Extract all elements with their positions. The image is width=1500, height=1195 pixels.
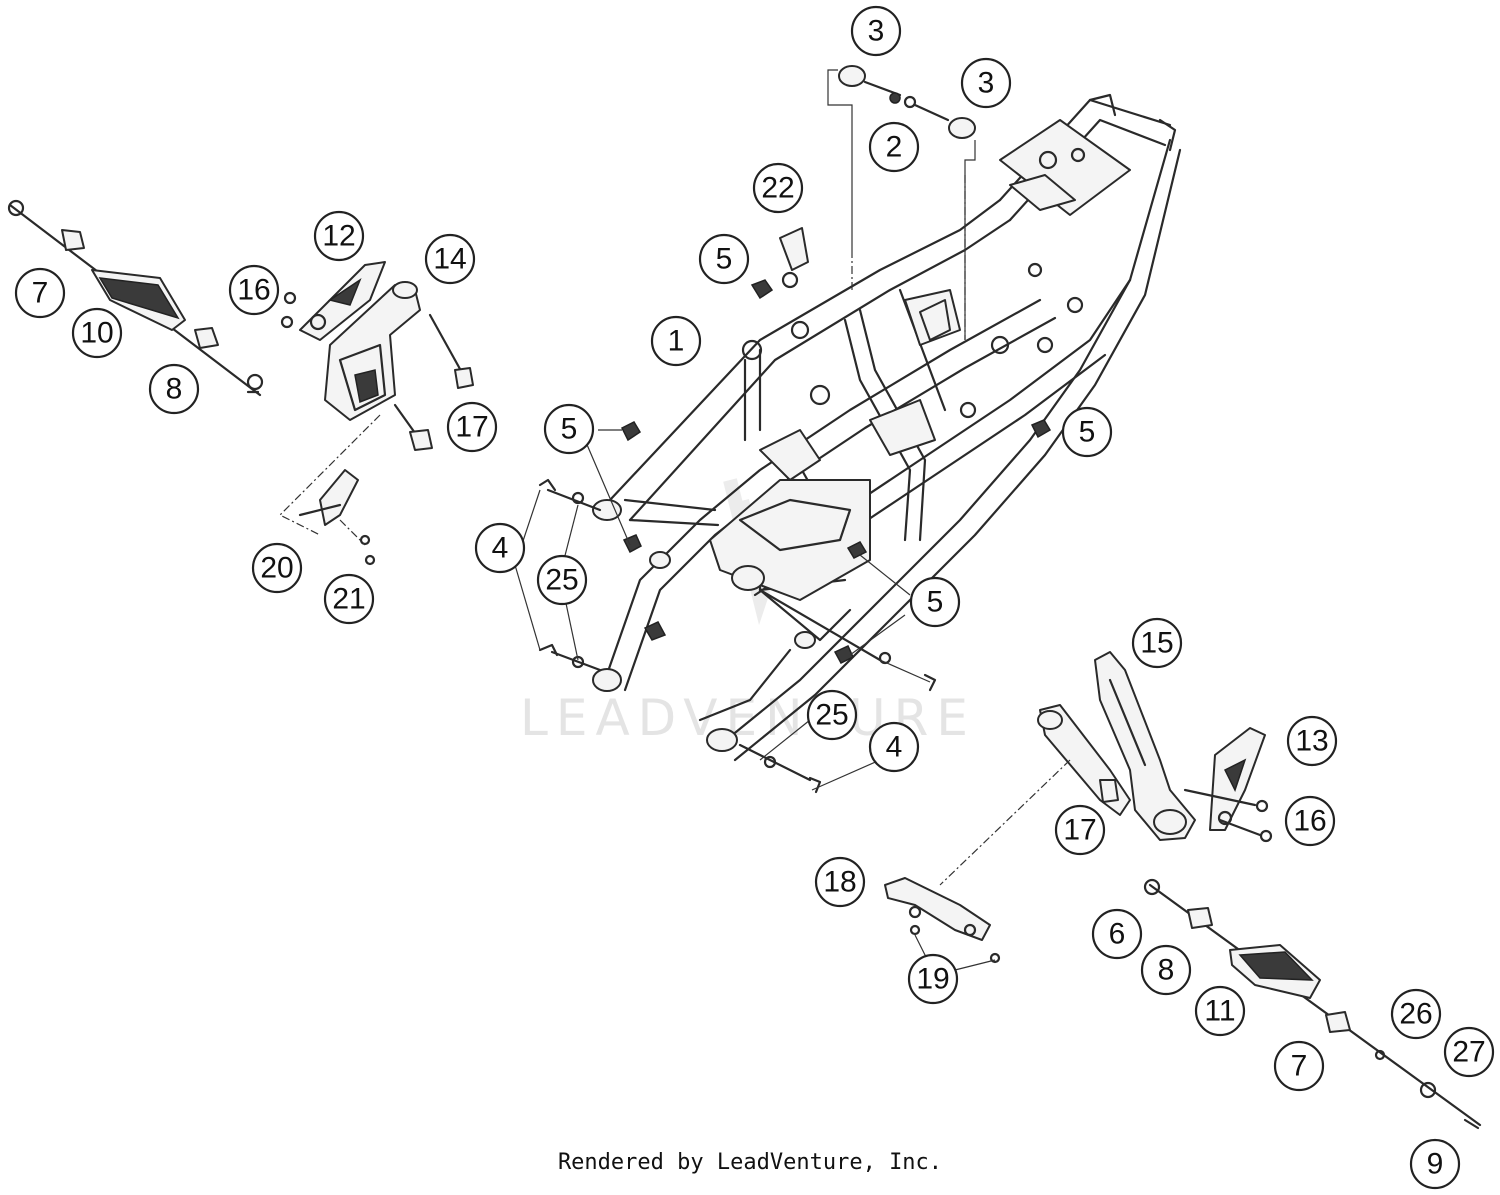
callout-21: 21 xyxy=(323,573,375,625)
svg-text:10: 10 xyxy=(80,317,113,350)
svg-text:26: 26 xyxy=(1399,998,1432,1031)
svg-text:25: 25 xyxy=(545,564,578,597)
callout-17-left: 17 xyxy=(446,401,498,453)
svg-text:6: 6 xyxy=(1109,918,1126,951)
callout-27: 27 xyxy=(1443,1026,1495,1078)
callout-6: 6 xyxy=(1091,908,1143,960)
svg-text:3: 3 xyxy=(978,67,995,100)
callout-26: 26 xyxy=(1390,988,1442,1040)
callout-18: 18 xyxy=(814,856,866,908)
callout-5-upper: 5 xyxy=(698,233,750,285)
svg-text:8: 8 xyxy=(166,373,183,406)
svg-text:4: 4 xyxy=(886,731,903,764)
callout-3-right: 3 xyxy=(960,57,1012,109)
callout-5-left: 5 xyxy=(543,403,595,455)
callout-8-right: 8 xyxy=(1140,944,1192,996)
svg-text:2: 2 xyxy=(886,131,903,164)
callout-7-left: 7 xyxy=(14,267,66,319)
callout-25-left: 25 xyxy=(536,554,588,606)
svg-text:8: 8 xyxy=(1158,954,1175,987)
svg-text:12: 12 xyxy=(322,220,355,253)
svg-text:25: 25 xyxy=(815,699,848,732)
svg-text:21: 21 xyxy=(332,583,365,616)
callout-16-right: 16 xyxy=(1284,795,1336,847)
svg-text:5: 5 xyxy=(716,243,733,276)
callout-12: 12 xyxy=(313,210,365,262)
svg-text:5: 5 xyxy=(561,413,578,446)
svg-text:19: 19 xyxy=(916,963,949,996)
left-footpeg-assembly xyxy=(7,199,474,566)
callout-7-right: 7 xyxy=(1273,1040,1325,1092)
svg-text:18: 18 xyxy=(823,866,856,899)
svg-text:17: 17 xyxy=(1063,814,1096,847)
callout-8-left: 8 xyxy=(148,363,200,415)
callout-3-top: 3 xyxy=(850,5,902,57)
right-footrest-assembly xyxy=(884,651,1273,964)
svg-text:27: 27 xyxy=(1452,1036,1485,1069)
callout-15: 15 xyxy=(1131,617,1183,669)
svg-text:7: 7 xyxy=(32,277,49,310)
svg-text:5: 5 xyxy=(927,586,944,619)
callout-17-right: 17 xyxy=(1054,804,1106,856)
svg-text:4: 4 xyxy=(492,532,509,565)
callout-4-right: 4 xyxy=(868,721,920,773)
callout-9: 9 xyxy=(1409,1138,1461,1190)
callout-5-lower: 5 xyxy=(909,576,961,628)
rubber-bushings xyxy=(838,65,976,139)
svg-text:5: 5 xyxy=(1079,416,1096,449)
svg-text:17: 17 xyxy=(455,411,488,444)
callout-10: 10 xyxy=(71,307,123,359)
callout-11: 11 xyxy=(1194,985,1246,1037)
callout-19: 19 xyxy=(907,953,959,1005)
callout-4-left: 4 xyxy=(474,522,526,574)
nuts xyxy=(620,279,1052,664)
callout-20: 20 xyxy=(251,542,303,594)
right-footpeg xyxy=(1143,878,1482,1130)
callout-13: 13 xyxy=(1286,715,1338,767)
callout-22: 22 xyxy=(752,162,804,214)
svg-text:22: 22 xyxy=(761,172,794,205)
svg-text:7: 7 xyxy=(1291,1050,1308,1083)
callout-2: 2 xyxy=(868,121,920,173)
footer-credit: Rendered by LeadVenture, Inc. xyxy=(557,1150,943,1175)
callout-16-left: 16 xyxy=(228,264,280,316)
svg-text:16: 16 xyxy=(237,274,270,307)
svg-text:15: 15 xyxy=(1140,627,1173,660)
main-frame xyxy=(592,93,1182,762)
svg-text:1: 1 xyxy=(668,325,685,358)
svg-text:13: 13 xyxy=(1295,725,1328,758)
frame-bolts-left xyxy=(538,478,602,672)
callout-5-right: 5 xyxy=(1061,406,1113,458)
svg-text:3: 3 xyxy=(868,15,885,48)
svg-text:9: 9 xyxy=(1427,1148,1444,1181)
callout-1: 1 xyxy=(650,315,702,367)
svg-text:11: 11 xyxy=(1204,995,1235,1028)
svg-text:16: 16 xyxy=(1293,805,1326,838)
callout-14: 14 xyxy=(424,233,476,285)
callout-25-right: 25 xyxy=(806,689,858,741)
svg-text:14: 14 xyxy=(433,243,466,276)
svg-text:20: 20 xyxy=(260,552,293,585)
